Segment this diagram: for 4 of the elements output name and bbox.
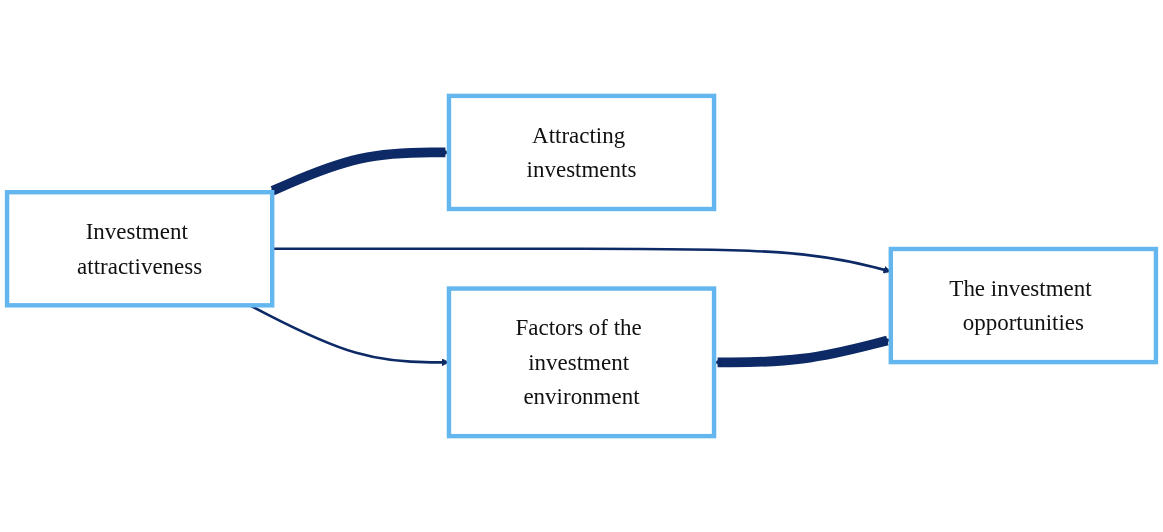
node-box: Attracting investments (446, 93, 717, 212)
node-box: The investment opportunities (888, 246, 1159, 365)
node-box: Factors of the investment environment (446, 286, 717, 439)
node-box: Investment attractiveness (4, 190, 275, 308)
